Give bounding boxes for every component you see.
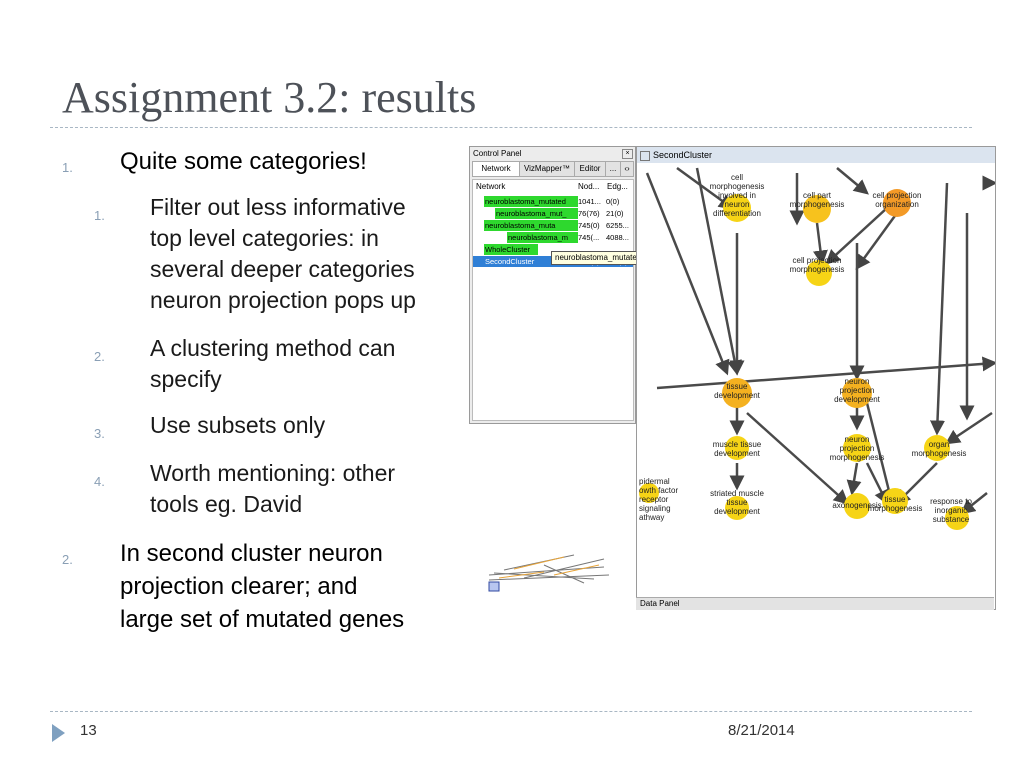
node-label: axonogenesis (832, 501, 882, 510)
sub-bullet-3-number: 3. (94, 426, 105, 441)
bullet-1-text: Quite some categories! (120, 148, 367, 175)
table-row[interactable]: neuroblastoma_mut_ 76(76) 21(0) (495, 208, 624, 219)
control-panel-title: Control Panel (473, 149, 522, 158)
bullet-2-line-3: large set of mutated genes (120, 606, 405, 633)
bullet-2-line-2: projection clearer; and (120, 573, 358, 600)
sub-bullet-4-line-2: tools eg. David (150, 491, 303, 517)
bullet-2-number: 2. (62, 552, 73, 567)
sub-bullet-1-line-1: Filter out less informative (150, 194, 406, 220)
bullet-2-line-1: In second cluster neuron (120, 540, 383, 567)
bullet-1-number: 1. (62, 160, 73, 175)
tab-network[interactable]: Network (472, 161, 520, 177)
data-panel-bar[interactable]: Data Panel (636, 597, 994, 610)
column-header-network: Network (476, 182, 506, 191)
network-overview-thumbnail (488, 554, 610, 592)
tab-scroll-arrows[interactable]: ‹› (620, 161, 634, 177)
data-panel-label: Data Panel (640, 599, 680, 608)
tab-editor[interactable]: Editor (574, 161, 606, 177)
footer-arrow-icon (52, 724, 65, 742)
window-icon (640, 150, 650, 161)
network-window-titlebar: SecondCluster (637, 147, 995, 163)
tab-vizmapper[interactable]: VizMapper™ (519, 161, 575, 177)
table-row[interactable]: neuroblastoma_mutated 1041... 0(0) (484, 196, 620, 207)
slide-title: Assignment 3.2: results (62, 73, 477, 122)
page-number: 13 (80, 722, 97, 739)
table-row[interactable]: neuroblastoma_m 745(... 4088... (507, 232, 629, 243)
footer-divider (50, 711, 972, 712)
sub-bullet-2-number: 2. (94, 349, 105, 364)
sub-bullet-2-line-1: A clustering method can (150, 335, 396, 361)
network-canvas[interactable] (637, 163, 995, 609)
slide-date: 8/21/2014 (728, 722, 795, 739)
sub-bullet-2-line-2: specify (150, 366, 222, 392)
close-icon[interactable]: × (622, 149, 633, 159)
sub-bullet-1-number: 1. (94, 208, 105, 223)
table-row[interactable]: WholeCluster (473, 244, 633, 255)
sub-bullet-1-line-2: top level categories: in (150, 225, 379, 251)
control-panel: Control Panel × Network VizMapper™ Edito… (469, 146, 636, 424)
title-divider (50, 127, 972, 128)
sub-bullet-1-line-3: several deeper categories (150, 256, 415, 282)
sub-bullet-1-line-4: neuron projection pops up (150, 287, 416, 313)
tab-more[interactable]: ... (605, 161, 621, 177)
column-header-edges: Edg... (607, 182, 628, 191)
sub-bullet-4-line-1: Worth mentioning: other (150, 460, 396, 486)
column-header-nodes: Nod... (578, 182, 600, 191)
network-window-title: SecondCluster (653, 150, 713, 160)
sub-bullet-3-line-1: Use subsets only (150, 412, 326, 438)
table-row[interactable]: neuroblastoma_muta 745(0) 6255... (484, 220, 629, 231)
sub-bullet-4-number: 4. (94, 474, 105, 489)
network-table: Network Nod... Edg... neuroblastoma_muta… (472, 179, 634, 421)
